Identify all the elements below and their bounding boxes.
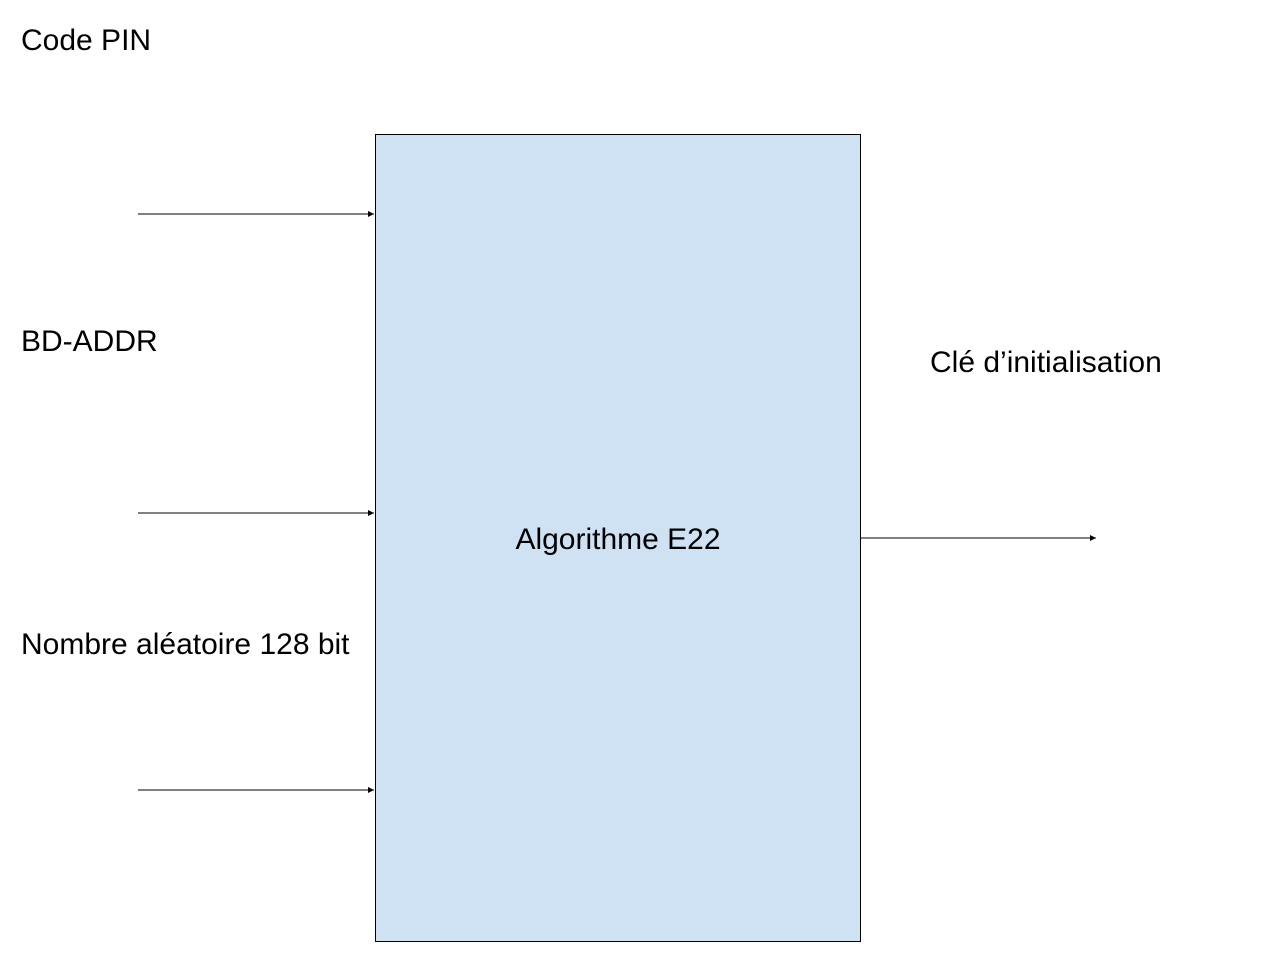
input-label-random-number: Nombre aléatoire 128 bit (21, 628, 350, 661)
input-label-bd-addr: BD-ADDR (21, 325, 158, 358)
algorithm-e22-block: Algorithme E22 (375, 134, 861, 942)
output-label-init-key: Clé d’initialisation (930, 346, 1162, 379)
algorithm-block-title: Algorithme E22 (515, 523, 721, 556)
input-label-pin-code: Code PIN (21, 24, 152, 57)
